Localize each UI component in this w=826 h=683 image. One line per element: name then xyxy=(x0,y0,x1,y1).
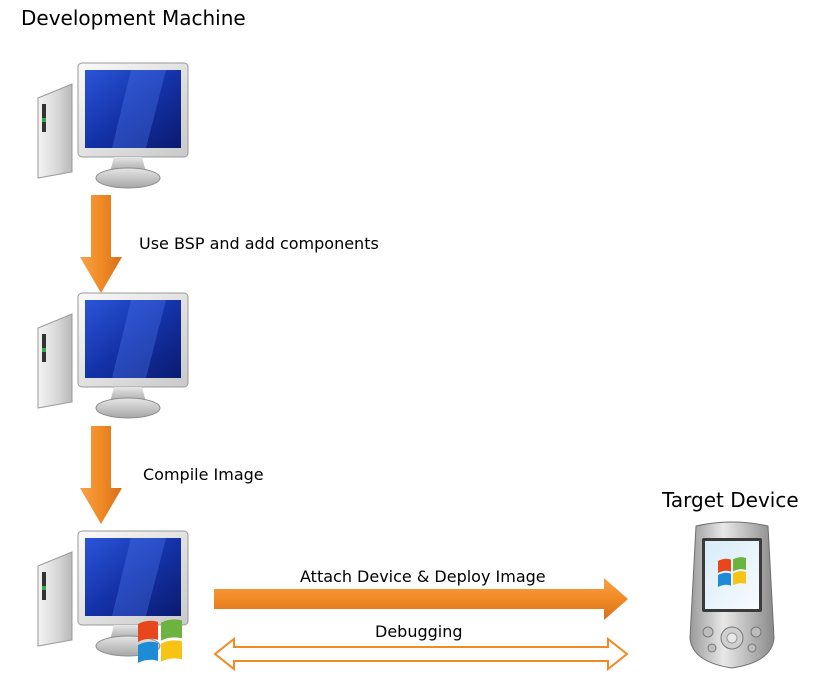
pda-icon xyxy=(689,521,775,669)
step-label-debugging: Debugging xyxy=(375,622,463,641)
deploy-arrow xyxy=(214,578,628,620)
computer-icon xyxy=(37,292,189,419)
step-label-deploy: Attach Device & Deploy Image xyxy=(300,567,546,586)
dev-machine-title: Development Machine xyxy=(21,6,246,30)
target-device-title: Target Device xyxy=(662,488,799,512)
debugging-arrow xyxy=(213,636,629,672)
windows-logo-icon xyxy=(718,557,746,587)
computer-icon xyxy=(37,530,189,663)
down-arrow-2 xyxy=(80,426,122,524)
down-arrow-1 xyxy=(80,195,122,293)
computer-icon xyxy=(37,62,189,189)
step-label-compile: Compile Image xyxy=(143,465,264,484)
step-label-use-bsp: Use BSP and add components xyxy=(139,234,379,253)
windows-logo-icon xyxy=(138,619,182,663)
